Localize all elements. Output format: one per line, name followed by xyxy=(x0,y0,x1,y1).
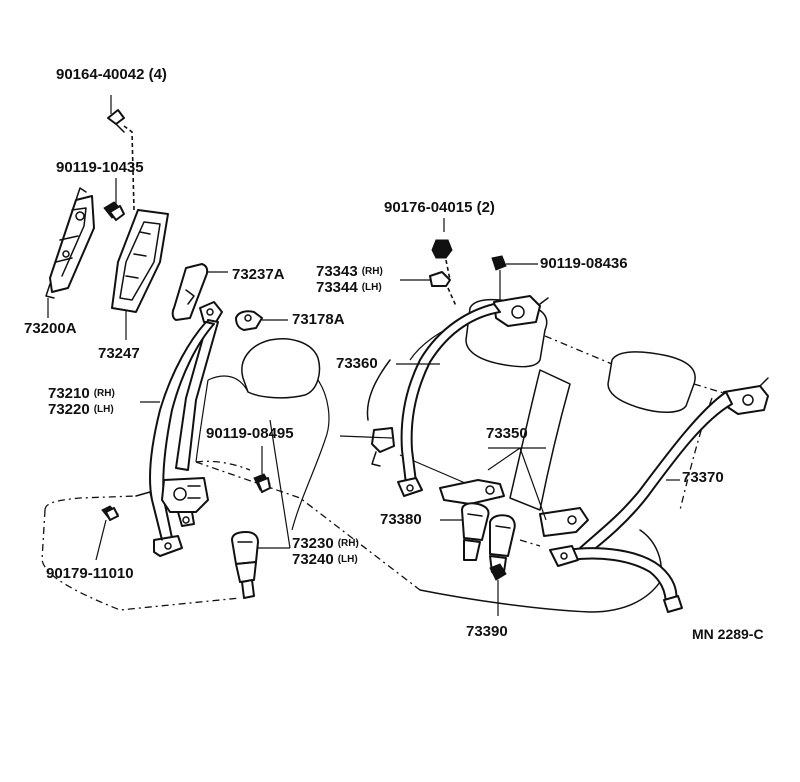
dashed-guide-a xyxy=(123,125,135,211)
rear-seat-outline xyxy=(366,298,741,613)
label-73237A: 73237A xyxy=(232,266,285,283)
bolt-90119-10435 xyxy=(103,178,125,221)
cover-73247 xyxy=(111,209,169,340)
label-90119-08436: 90119-08436 xyxy=(540,255,628,272)
label-73210: 73210(RH) xyxy=(48,386,115,404)
dashed-guide-c xyxy=(447,287,457,307)
part-number: 73230 xyxy=(292,535,334,552)
front-seat-belt-73210-73220 xyxy=(135,301,223,557)
buckle-73230-73240 xyxy=(231,531,290,599)
part-number: 90176-04015 xyxy=(384,199,473,216)
label-90119-08495: 90119-08495 xyxy=(206,425,294,442)
part-number: 73343 xyxy=(316,263,358,280)
part-number: 90164-40042 xyxy=(56,66,145,83)
cover-73178A xyxy=(235,310,288,331)
label-73350: 73350 xyxy=(486,425,528,442)
side-suffix: (RH) xyxy=(337,538,359,549)
label-73220: 73220(LH) xyxy=(48,402,114,420)
nut-90176-04015 xyxy=(431,218,453,259)
label-73230: 73230(RH) xyxy=(292,536,359,554)
bolt-90119-08495 xyxy=(253,446,271,493)
side-suffix: (LH) xyxy=(337,554,358,565)
label-73200A: 73200A xyxy=(24,320,77,337)
label-73344: 73344(LH) xyxy=(316,280,382,298)
side-suffix: (RH) xyxy=(93,388,115,399)
side-suffix: (LH) xyxy=(93,404,114,415)
front-seat-outline xyxy=(41,338,421,611)
label-73360: 73360 xyxy=(336,355,378,372)
side-suffix: (LH) xyxy=(361,282,382,293)
rear-buckle-73380 xyxy=(440,502,490,561)
diagram-code: MN 2289-C xyxy=(692,626,764,642)
bolt-90164-40042 xyxy=(107,95,125,133)
label-73247: 73247 xyxy=(98,345,140,362)
label-73370: 73370 xyxy=(682,469,724,486)
quantity: (2) xyxy=(476,199,495,216)
rear-buckle-73390 xyxy=(489,514,516,616)
bolt-90179-11010 xyxy=(95,505,119,561)
bolt-90119-08436 xyxy=(491,255,538,300)
label-90176-04015: 90176-04015 (2) xyxy=(384,200,495,216)
label-73343: 73343(RH) xyxy=(316,264,383,282)
part-number: 73240 xyxy=(292,551,334,568)
rear-seat-belt-73370 xyxy=(549,377,769,613)
rear-seat-belt-73360 xyxy=(339,295,549,497)
label-90179-11010: 90179-11010 xyxy=(46,565,134,582)
part-number: 73220 xyxy=(48,401,90,418)
label-73178A: 73178A xyxy=(292,311,345,328)
cover-73237A xyxy=(171,263,228,321)
label-73240: 73240(LH) xyxy=(292,552,358,570)
rear-center-belt-73350 xyxy=(439,447,589,537)
part-number: 73210 xyxy=(48,385,90,402)
side-suffix: (RH) xyxy=(361,266,383,277)
center-link-guide xyxy=(519,539,541,547)
cover-73343-73344 xyxy=(400,271,451,287)
label-73380: 73380 xyxy=(380,511,422,528)
label-73390: 73390 xyxy=(466,623,508,640)
dashed-guide-b xyxy=(445,259,451,281)
height-adjuster-73200A xyxy=(45,187,95,318)
label-90164-40042: 90164-40042 (4) xyxy=(56,67,167,83)
label-90119-10435: 90119-10435 xyxy=(56,159,144,176)
leader-73230-a xyxy=(269,419,291,549)
quantity: (4) xyxy=(148,66,167,83)
part-number: 73344 xyxy=(316,279,358,296)
